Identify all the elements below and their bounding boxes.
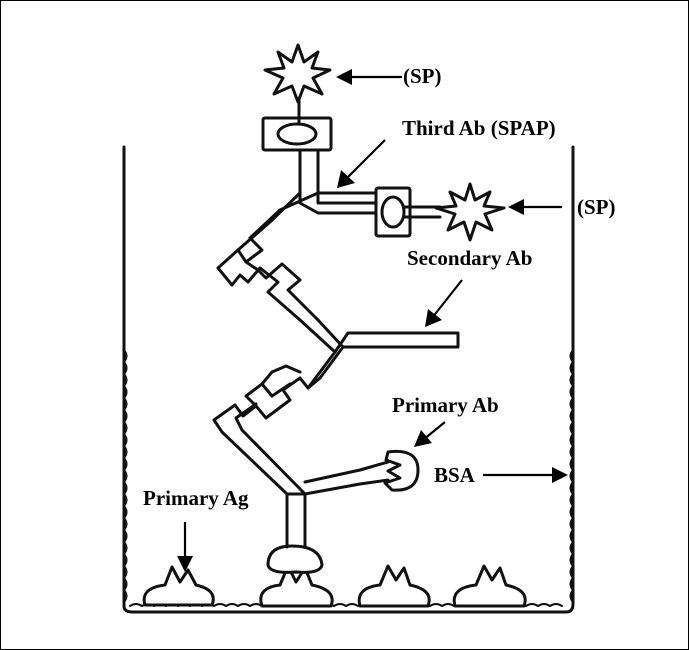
- label-sp-right: (SP): [577, 195, 616, 219]
- antigen-4: [454, 566, 525, 606]
- label-primary-ab: Primary Ab: [392, 393, 499, 417]
- arrow-sp-right: [508, 199, 562, 215]
- arrow-third-ab: [337, 140, 385, 188]
- arrow-primary-ag: [177, 522, 193, 572]
- bsa-coating: [124, 350, 573, 606]
- antigen-3: [359, 566, 429, 606]
- primary-antigens: [144, 566, 525, 606]
- label-third-ab: Third Ab (SPAP): [402, 116, 556, 140]
- label-secondary-ab: Secondary Ab: [407, 246, 532, 270]
- arrow-bsa: [483, 467, 568, 483]
- antigen-1: [144, 567, 213, 605]
- label-sp-top: (SP): [403, 64, 442, 88]
- label-primary-ag: Primary Ag: [143, 486, 249, 510]
- label-bsa: BSA: [434, 463, 476, 487]
- arrow-sp-top: [336, 69, 402, 85]
- sp-star-top: [265, 45, 330, 102]
- arrow-secondary-ab: [425, 280, 462, 327]
- primary-antibody: [222, 430, 418, 572]
- well: [124, 147, 573, 612]
- arrow-primary-ab: [414, 422, 445, 447]
- sp-star-right: [436, 184, 504, 240]
